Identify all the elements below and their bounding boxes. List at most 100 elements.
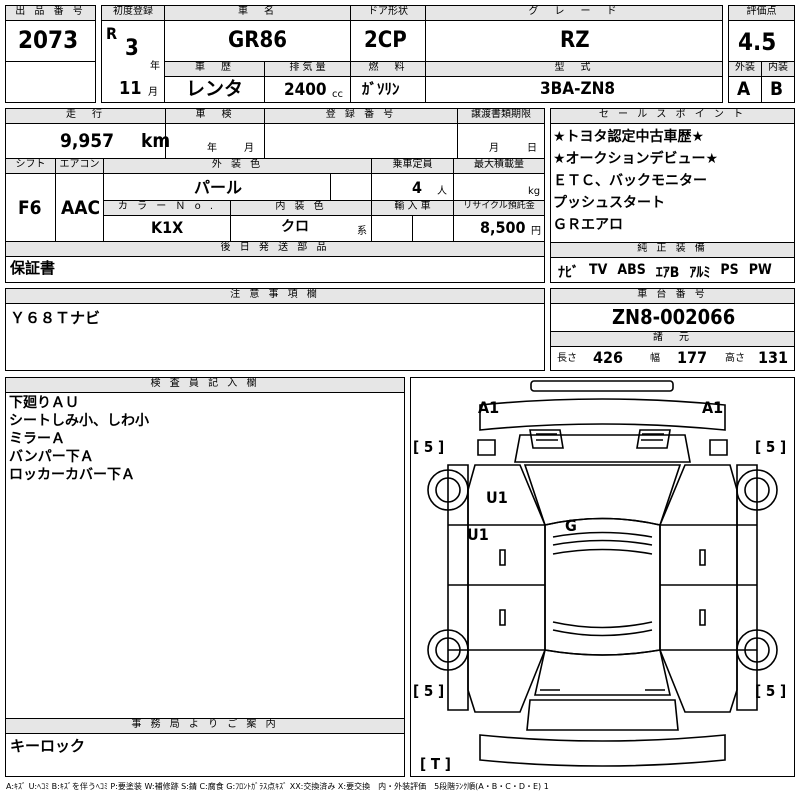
specs-header: 諸 元 [550,331,795,347]
recycle-amount: 8,500 [480,218,526,237]
recycle-unit: 円 [531,226,541,237]
sales-point-header: セ ー ル ス ポ イ ン ト [550,108,795,124]
equipment-item: TV [589,262,608,278]
reg-year: 3 [125,36,139,61]
grade-header: グ レ ー ド [425,5,723,21]
office-cell [5,733,405,777]
equipment-item: ABS [617,262,646,278]
spec-height: 131 [758,348,789,367]
sales-point-item: ★トヨタ認定中古車歴★ [553,129,705,145]
car-name-header: 車 名 [164,5,351,21]
year-unit: 年 [150,61,160,72]
ext-color-extra [330,173,372,201]
damage-g-windshield: G [565,516,577,535]
reg-number-cell [264,123,458,159]
sales-point-item: ＥＴＣ、バックモニター [553,173,707,189]
history: レンタ [186,78,244,100]
notes: Ｙ６８Ｔナビ [10,309,101,327]
mileage-header: 走 行 [5,108,166,124]
aircon: AAC [61,197,101,219]
shift: F6 [18,197,42,219]
ext-grade: A [737,78,751,100]
inspector-header: 検 査 員 記 入 欄 [5,377,405,393]
genuine-cell [550,257,795,283]
score: 4.5 [738,28,777,56]
damage-a1-right: A1 [702,398,724,417]
car-diagram-frame [410,377,795,777]
lot-number-blank [5,61,96,103]
damage-u1-lower: U1 [467,525,489,544]
transfer-month: 月 [489,143,499,154]
inspector-notes: 下廻りＡＵ シートしみ小、しわ小 ミラーＡ バンパー下Ａ ロッカーカバー下Ａ [9,394,399,484]
ext-color-header: 外 装 色 [103,158,372,174]
mileage-unit: km [141,130,171,152]
notes-cell [5,303,545,371]
int-grade: B [770,78,784,100]
import-cell [371,215,413,242]
lot-number: 2073 [18,26,79,54]
damage-u1-upper: U1 [486,488,508,507]
color-number: K1X [151,218,184,237]
int-color-header: 内 装 色 [230,200,372,216]
fuel-header: 燃 料 [350,61,426,77]
genuine-equipment-list: ﾅﾋﾞ TV ABS ｴｱB ｱﾙﾐ PS PW [558,262,793,282]
int-color: クロ [281,219,309,235]
first-reg-header: 初度登録 [101,5,165,21]
car-diagram [427,380,778,767]
inspection-year: 年 [207,143,217,154]
inspector-line: バンパー下Ａ [9,449,94,465]
spec-length: 426 [593,348,624,367]
transfer-day: 日 [527,143,537,154]
model-cell [425,76,723,103]
shift-header: シフト [5,158,56,174]
chassis-number: ZN8-002066 [612,305,736,329]
color-no-header: カ ラ ー Ｎ o . [103,200,231,216]
tire-tread-rear-right: [ 5 ] [755,682,787,700]
sales-point-item: ＧＲエアロ [553,217,623,233]
capacity: 4 [412,178,423,197]
door-header: ドア形状 [350,5,426,21]
parts-header: 後 日 発 送 部 品 [5,241,545,257]
history-header: 車 歴 [164,61,265,77]
spec-height-label: 高さ [725,353,745,364]
parts: 保証書 [10,259,56,277]
inspection-month: 月 [244,143,254,154]
damage-a1-left: A1 [478,398,500,417]
int-grade-header: 内装 [761,61,795,77]
sales-point-list: ★トヨタ認定中古車歴★ ★オークションデビュー★ ＥＴＣ、バックモニター プッシ… [553,126,793,236]
tire-tread-rear-left: [ 5 ] [413,682,445,700]
score-header: 評価点 [728,5,795,21]
specs-cell [550,346,795,371]
reg-era: R [106,24,118,43]
mileage: 9,957 [60,130,115,152]
max-load-unit: kg [528,186,541,197]
capacity-header: 乗車定員 [371,158,454,174]
notes-header: 注 意 事 項 欄 [5,288,545,304]
reg-month: 11 [119,78,142,99]
displacement-header: 排 気 量 [264,61,351,77]
recycle-header: リサイクル預託金 [453,200,545,216]
grade: RZ [560,28,590,53]
inspector-line: シートしみ小、しわ小 [9,413,149,429]
displacement: 2400 [284,80,327,100]
genuine-header: 純 正 装 備 [550,242,795,258]
model-code: 3BA-ZN8 [540,79,616,99]
import-header: 輸 入 車 [371,200,454,216]
inspector-line: 下廻りＡＵ [9,395,79,411]
int-grade-cell [761,76,795,103]
spec-width-label: 幅 [650,353,660,364]
aircon-header: エアコン [55,158,104,174]
equipment-item: ｴｱB [655,265,680,281]
ext-color: パール [194,178,243,197]
inspector-line: ロッカーカバー下Ａ [9,467,135,483]
capacity-unit: 人 [437,186,447,197]
door-type: 2CP [364,28,407,53]
equipment-item: ﾅﾋﾞ [558,265,579,281]
parts-cell [5,256,545,283]
reg-number-header: 登 録 番 号 [264,108,458,124]
inspection-header: 車 検 [165,108,265,124]
office-header: 事 務 局 よ り ご 案 内 [5,718,405,734]
tire-tread-front-left: [ 5 ] [413,438,445,456]
legend: A:ｷｽﾞ U:ﾍｺﾐ B:ｷｽﾞを伴うﾍｺﾐ P:要塗装 W:補修跡 S:錆 … [6,782,549,791]
equipment-item: PW [748,262,772,278]
